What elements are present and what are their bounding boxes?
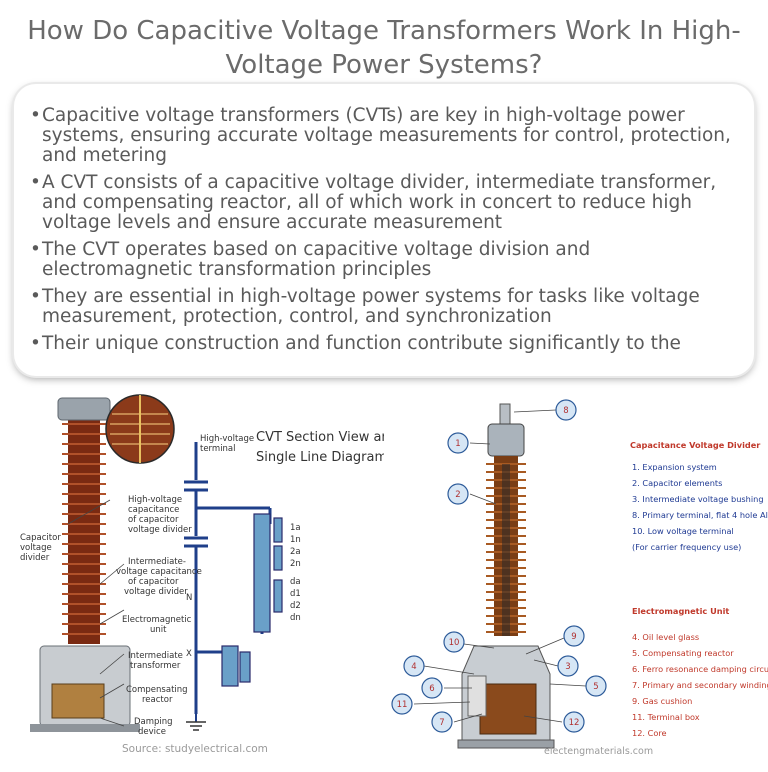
- bullet-item: The CVT operates based on capacitive vol…: [30, 240, 738, 280]
- bullet-item: Capacitive voltage transformers (CVTs) a…: [30, 106, 738, 166]
- page-title: How Do Capacitive Voltage Transformers W…: [27, 16, 741, 80]
- diagram-heading-2: Single Line Diagram: [256, 450, 384, 465]
- terminal-label: dn: [290, 613, 301, 623]
- terminal-label: 2n: [290, 559, 301, 569]
- cvt-components-diagram: 1 2 3 4 5 6 7 8 9 10 11 12 Capacitance V…: [384, 384, 768, 768]
- label-hv-capacitance: of capacitor: [128, 515, 179, 525]
- section2-item: 4. Oil level glass: [632, 632, 699, 642]
- section1-item: 2. Capacitor elements: [632, 478, 722, 488]
- label-int-transformer: Intermediate: [128, 651, 183, 661]
- callout-label: 6: [429, 684, 434, 694]
- label-comp-reactor: Compensating: [126, 685, 188, 695]
- terminal-label: d2: [290, 601, 301, 611]
- terminal-label: 2a: [290, 547, 301, 557]
- terminal-label: 1n: [290, 535, 301, 545]
- section2-item: 9. Gas cushion: [632, 696, 692, 706]
- bullet-item: They are essential in high-voltage power…: [30, 287, 738, 327]
- cvt-section-diagram: CVT Section View and Single Line Diagram…: [0, 384, 398, 768]
- label-damping: Damping: [134, 717, 173, 727]
- terminal-label: 1a: [290, 523, 301, 533]
- label-int-capacitance: voltage divider: [124, 587, 188, 597]
- terminal-label: da: [290, 577, 301, 587]
- section1-item: 10. Low voltage terminal: [632, 526, 734, 536]
- label-int-capacitance: of capacitor: [128, 577, 179, 587]
- bullet-item: A CVT consists of a capacitive voltage d…: [30, 173, 738, 233]
- left-source: Source: studyelectrical.com: [122, 743, 268, 755]
- callout-label: 9: [571, 632, 576, 642]
- section2-item: 12. Core: [632, 728, 667, 738]
- label-hv-capacitance: voltage divider: [128, 525, 192, 535]
- label-cap-divider: Capacitor: [20, 533, 61, 543]
- callout-circles: [391, 399, 607, 733]
- section2-item: 11. Terminal box: [632, 712, 700, 722]
- section2-item: 7. Primary and secondary windings: [632, 680, 768, 690]
- label-cap-divider: voltage: [20, 543, 52, 553]
- section1-item: 3. Intermediate voltage bushing: [632, 494, 764, 504]
- label-int-capacitance: voltage capacitance: [116, 567, 202, 577]
- cvt-components-svg: 1 2 3 4 5 6 7 8 9 10 11 12 Capacitance V…: [391, 399, 768, 757]
- top-cap: [57, 397, 111, 421]
- section1-item: 8. Primary terminal, flat 4 hole Al-pad: [632, 510, 768, 520]
- label-int-transformer: transformer: [130, 661, 181, 671]
- section2-title: Electromagnetic Unit: [632, 606, 729, 616]
- callout-label: 8: [563, 406, 568, 416]
- cvt-section-svg: CVT Section View and Single Line Diagram…: [20, 394, 398, 755]
- bullet-item: Their unique construction and function c…: [30, 334, 738, 355]
- windings: [479, 683, 537, 735]
- callout-label: 3: [565, 662, 570, 672]
- label-em-unit: unit: [150, 625, 167, 635]
- section1-item: (For carrier frequency use): [632, 542, 741, 552]
- right-source: electengmaterials.com: [544, 746, 653, 757]
- section2-item: 5. Compensating reactor: [632, 648, 734, 658]
- label-em-unit: Electromagnetic: [122, 615, 192, 625]
- callout-label: 2: [455, 490, 460, 500]
- terminal-box: [467, 675, 487, 717]
- callout-label: 5: [593, 682, 598, 692]
- bullet-list: Capacitive voltage transformers (CVTs) a…: [14, 84, 754, 355]
- transformer-windings: [221, 513, 283, 687]
- label-int-capacitance: Intermediate-: [128, 557, 186, 567]
- callout-label: 10: [449, 638, 460, 648]
- callout-label: 7: [439, 718, 444, 728]
- label-hv-capacitance: High-voltage: [128, 495, 182, 505]
- label-cap-divider: divider: [20, 553, 50, 563]
- tank-base: [30, 724, 140, 732]
- label-damping: device: [138, 727, 166, 737]
- callout-label: 12: [569, 718, 580, 728]
- label-x: X: [186, 649, 192, 659]
- label-hv-terminal: terminal: [200, 444, 236, 454]
- label-hv-capacitance: capacitance: [128, 505, 179, 515]
- label-hv-terminal: High-voltage: [200, 434, 254, 444]
- summary-card: Capacitive voltage transformers (CVTs) a…: [14, 84, 754, 376]
- callout-label: 4: [411, 662, 416, 672]
- insulator-column: [68, 414, 100, 644]
- diagram-heading-1: CVT Section View and: [256, 430, 384, 445]
- label-comp-reactor: reactor: [142, 695, 173, 705]
- section2-item: 6. Ferro resonance damping circuit: [632, 664, 768, 674]
- label-n: N: [186, 593, 192, 603]
- figures-area: CVT Section View and Single Line Diagram…: [0, 384, 768, 768]
- section1-item: 1. Expansion system: [632, 462, 717, 472]
- callout-label: 1: [455, 439, 460, 449]
- callout-label: 11: [397, 700, 408, 710]
- terminal-label: d1: [290, 589, 301, 599]
- expansion-head: [487, 423, 525, 457]
- tank-core: [51, 683, 105, 719]
- section1-title: Capacitance Voltage Divider: [630, 440, 761, 450]
